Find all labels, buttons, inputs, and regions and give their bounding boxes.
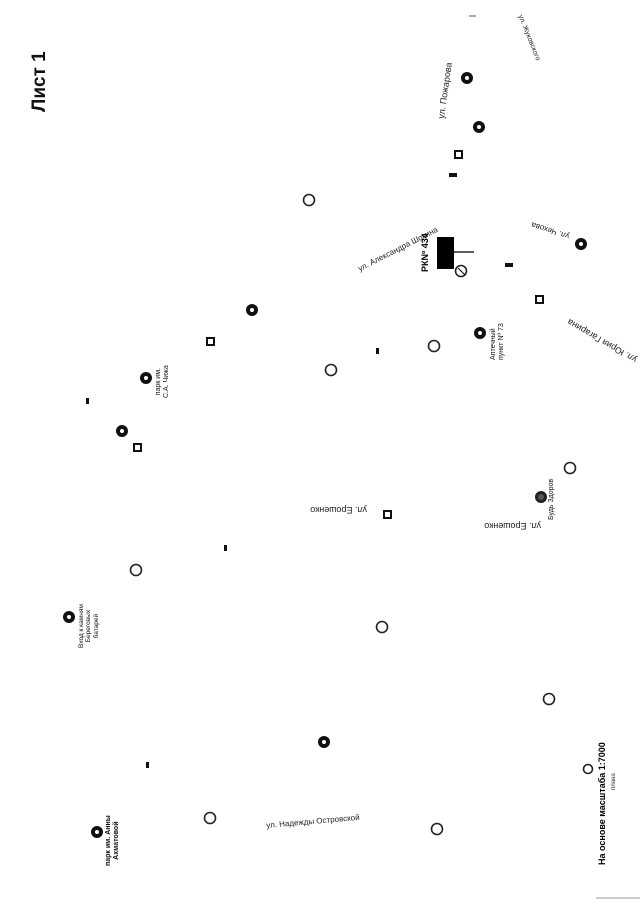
- circle-icon: [427, 339, 441, 353]
- circle-icon: [302, 193, 316, 207]
- pkb-marker: [437, 237, 454, 269]
- circle-icon: [324, 363, 338, 377]
- small-marker: [449, 173, 457, 177]
- monument-icon: [86, 398, 89, 404]
- monument-icon: [146, 762, 149, 768]
- circle-icon: [582, 763, 594, 775]
- circle-markers: [129, 193, 594, 836]
- monument-icon: [224, 545, 227, 551]
- monument-icon: [376, 348, 379, 354]
- place-budz-zdorov: Будь Здоров: [548, 478, 555, 520]
- circle-icon: [129, 563, 143, 577]
- place-park-chizh: парк им. С.А. Чижа: [155, 365, 171, 398]
- circle-icon: [430, 822, 444, 836]
- monument-pins: [86, 348, 379, 768]
- place-pharmacy: Аптечный пункт Nº 73: [490, 323, 506, 360]
- street-label-eroshenko-2: ул. Ерошенко: [484, 521, 541, 531]
- landmark-markers: [63, 72, 587, 838]
- street-label-eroshenko-1: ул. Ерошенко: [310, 505, 367, 515]
- circle-icon: [563, 461, 577, 475]
- pkb-label: РКNº 434: [420, 233, 430, 272]
- small-marker: [505, 263, 513, 267]
- circle-icon: [542, 692, 556, 706]
- stop-markers: [133, 150, 544, 519]
- scale-note: На основе масштаба 1:7000: [597, 742, 607, 865]
- circle-icon: [375, 620, 389, 634]
- sheet-title: Лист 1: [29, 51, 50, 112]
- scale-sub: плана: [611, 773, 617, 790]
- place-park-akhmatova: парк им. Анны Ахматовой: [105, 815, 121, 866]
- place-battery-monument: Вход к камням Береговых батарей: [78, 604, 100, 648]
- circle-icon: [203, 811, 217, 825]
